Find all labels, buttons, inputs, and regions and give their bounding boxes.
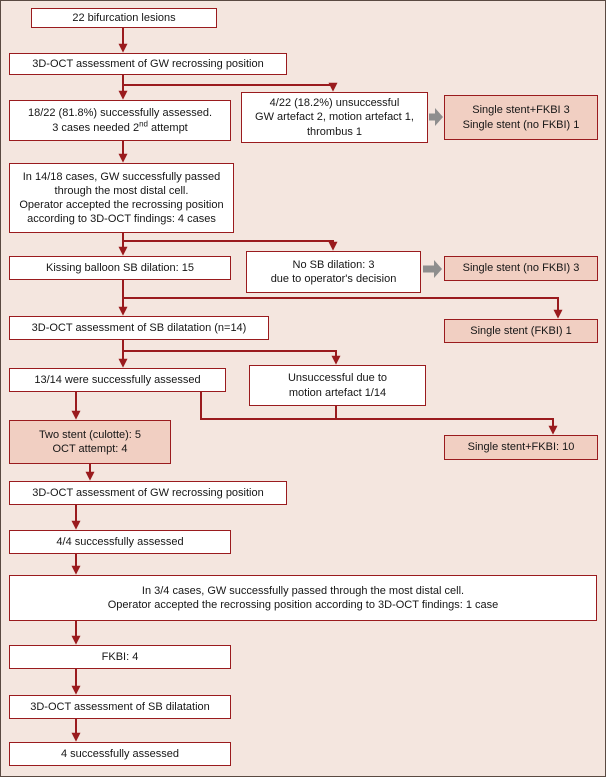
box-13-14-assessed: 13/14 were successfully assessed: [9, 368, 226, 392]
box-14-18-cases: In 14/18 cases, GW successfully passed t…: [9, 163, 234, 233]
box-single-stent-fkbi-3: Single stent+FKBI 3 Single stent (no FKB…: [444, 95, 598, 140]
box-oct-gw-recrossing-2: 3D-OCT assessment of GW recrossing posit…: [9, 481, 287, 505]
block-arrow-nosb-to-stent: [423, 260, 442, 278]
box-bifurcation-lesions: 22 bifurcation lesions: [31, 8, 217, 28]
block-arrow-unsuccessful4-to-stent: [429, 108, 443, 126]
superscript-nd: nd: [139, 118, 148, 128]
box-unsuccessful-motion-artefact: Unsuccessful due to motion artefact 1/14: [249, 365, 426, 406]
box-fkbi-4: FKBI: 4: [9, 645, 231, 669]
box-two-stent-culotte: Two stent (culotte): 5 OCT attempt: 4: [9, 420, 171, 464]
box-4-22-unsuccessful: 4/22 (18.2%) unsuccessful GW artefact 2,…: [241, 92, 428, 143]
box-18-22-assessed-text: 18/22 (81.8%) successfully assessed.3 ca…: [27, 107, 213, 134]
box-single-stent-fkbi-1: Single stent (FKBI) 1: [444, 319, 598, 343]
box-oct-gw-recrossing-1: 3D-OCT assessment of GW recrossing posit…: [9, 53, 287, 75]
arrow-oct-to-unsuccessful4: [122, 75, 338, 92]
box-single-stent-fkbi-10: Single stent+FKBI: 10: [444, 435, 598, 460]
arrow-cases1418-to-nosb: [122, 233, 338, 251]
box-4-assessed: 4 successfully assessed: [9, 742, 231, 766]
box-no-sb-dilation: No SB dilation: 3 due to operator's deci…: [246, 251, 421, 293]
box-4-4-assessed: 4/4 successfully assessed: [9, 530, 231, 554]
box-oct-sb-dilatation-n14: 3D-OCT assessment of SB dilatation (n=14…: [9, 316, 269, 340]
box-18-22-assessed: 18/22 (81.8%) successfully assessed.3 ca…: [9, 100, 231, 141]
box-kissing-balloon: Kissing balloon SB dilation: 15: [9, 256, 231, 280]
arrow-octsb14-to-unsuccessful1: [122, 340, 341, 365]
box-single-stent-no-fkbi-3: Single stent (no FKBI) 3: [444, 256, 598, 281]
box-oct-sb-dilatation-2: 3D-OCT assessment of SB dilatation: [9, 695, 231, 719]
box-3-4-cases: In 3/4 cases, GW successfully passed thr…: [9, 575, 597, 621]
